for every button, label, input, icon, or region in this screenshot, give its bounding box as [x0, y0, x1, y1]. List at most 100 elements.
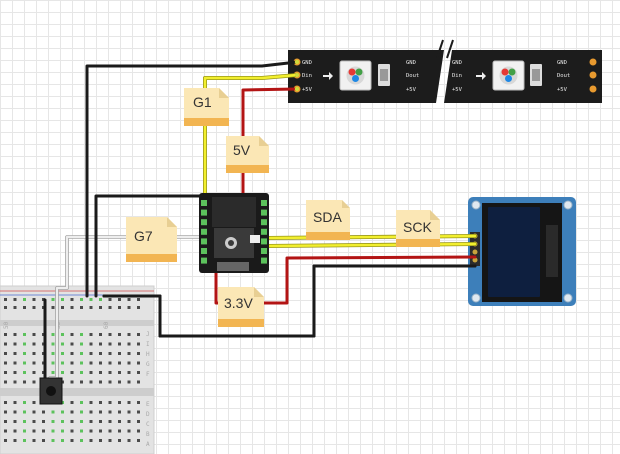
breadboard-hole [99, 410, 102, 414]
mcu-pin [261, 238, 267, 245]
breadboard-hole [127, 439, 131, 442]
breadboard-hole [70, 371, 74, 374]
breadboard-hole [89, 380, 93, 384]
breadboard-hole [118, 429, 121, 433]
led-pin-label-5v-out: +5V [406, 87, 417, 93]
label-note-5v: 5V [226, 136, 269, 173]
breadboard-hole [80, 306, 83, 309]
breadboard-hole [4, 352, 7, 355]
breadboard-hole [89, 439, 93, 442]
breadboard-hole [61, 420, 64, 423]
breadboard-hole [4, 439, 7, 442]
breadboard-hole [118, 298, 121, 301]
breadboard-hole [118, 371, 121, 374]
breadboard-row-letters: J I H G F E D C B A [146, 331, 150, 448]
breadboard-hole [108, 439, 112, 442]
breadboard-hole [32, 342, 36, 346]
breadboard-hole [80, 361, 83, 365]
led-pin-label-gnd-out: GND [406, 60, 416, 66]
breadboard-hole [70, 306, 74, 309]
breadboard-hole [70, 410, 74, 414]
col-number-60: 60 [103, 321, 110, 329]
breadboard-hole [108, 420, 112, 423]
breadboard-hole [108, 306, 112, 309]
breadboard-hole [127, 420, 131, 423]
breadboard-hole [70, 380, 74, 384]
breadboard-hole [127, 298, 131, 301]
arrow-icon [476, 72, 486, 80]
breadboard-hole [23, 371, 26, 374]
mcu-pin [261, 219, 267, 226]
breadboard-hole [99, 306, 102, 309]
breadboard-hole [61, 361, 64, 365]
breadboard-hole [32, 420, 36, 423]
mcu-pin [201, 209, 207, 216]
breadboard-hole [127, 333, 131, 336]
breadboard-hole [108, 401, 112, 404]
breadboard-hole [51, 410, 55, 414]
breadboard-hole [61, 371, 64, 374]
breadboard-hole [137, 333, 140, 336]
breadboard-hole [137, 410, 140, 414]
breadboard-hole [4, 342, 7, 346]
breadboard-hole [13, 361, 17, 365]
mcu-pin [201, 228, 207, 235]
breadboard-hole [13, 298, 17, 301]
led2-pin-label-gnd: GND [452, 60, 462, 66]
breadboard-hole [118, 380, 121, 384]
breadboard-hole [127, 371, 131, 374]
breadboard-hole [4, 361, 7, 365]
label-note-3v3: 3.3V [218, 287, 264, 327]
row-letter-i: I [146, 341, 150, 348]
breadboard-hole [23, 410, 26, 414]
breadboard-hole [32, 401, 36, 404]
breadboard-hole [13, 401, 17, 404]
breadboard-hole [80, 342, 83, 346]
breadboard-hole [99, 380, 102, 384]
label-5v-text: 5V [233, 142, 251, 158]
breadboard-hole [13, 439, 17, 442]
wire-black-strip-gnd [85, 60, 299, 298]
breadboard-hole [13, 380, 17, 384]
breadboard-hole [23, 361, 26, 365]
breadboard-hole [51, 333, 55, 336]
breadboard-hole [118, 306, 121, 309]
breadboard-hole [61, 439, 64, 442]
breadboard-hole [108, 429, 112, 433]
led2-pin-label-gnd-out: GND [557, 60, 567, 66]
breadboard-hole [23, 401, 26, 404]
breadboard-hole [32, 352, 36, 355]
breadboard-hole [32, 333, 36, 336]
breadboard-hole [99, 420, 102, 423]
breadboard-hole [89, 420, 93, 423]
breadboard-hole [137, 361, 140, 365]
breadboard-hole [42, 439, 45, 442]
breadboard-hole [118, 342, 121, 346]
breadboard-hole [127, 410, 131, 414]
breadboard-hole [42, 420, 45, 423]
breadboard-hole [137, 401, 140, 404]
breadboard-hole [89, 298, 93, 301]
breadboard-hole [99, 333, 102, 336]
breadboard-hole [23, 298, 26, 301]
breadboard-hole [32, 298, 36, 301]
breadboard-hole [61, 342, 64, 346]
breadboard-hole [70, 420, 74, 423]
breadboard-hole [108, 361, 112, 365]
breadboard-hole [51, 429, 55, 433]
label-g1-text: G1 [193, 94, 212, 110]
breadboard-hole [108, 298, 112, 301]
breadboard-hole [80, 439, 83, 442]
label-note-g1: G1 [184, 88, 229, 126]
mcu-pin [201, 257, 207, 264]
mcu-pin [261, 200, 267, 206]
breadboard-hole [127, 306, 131, 309]
wire-red-3v3 [214, 255, 477, 305]
mcu-pin [201, 238, 207, 245]
breadboard-hole [32, 410, 36, 414]
breadboard-hole [32, 361, 36, 365]
breadboard-hole [80, 352, 83, 355]
label-sck-text: SCK [403, 219, 432, 235]
breadboard-hole [80, 298, 83, 301]
